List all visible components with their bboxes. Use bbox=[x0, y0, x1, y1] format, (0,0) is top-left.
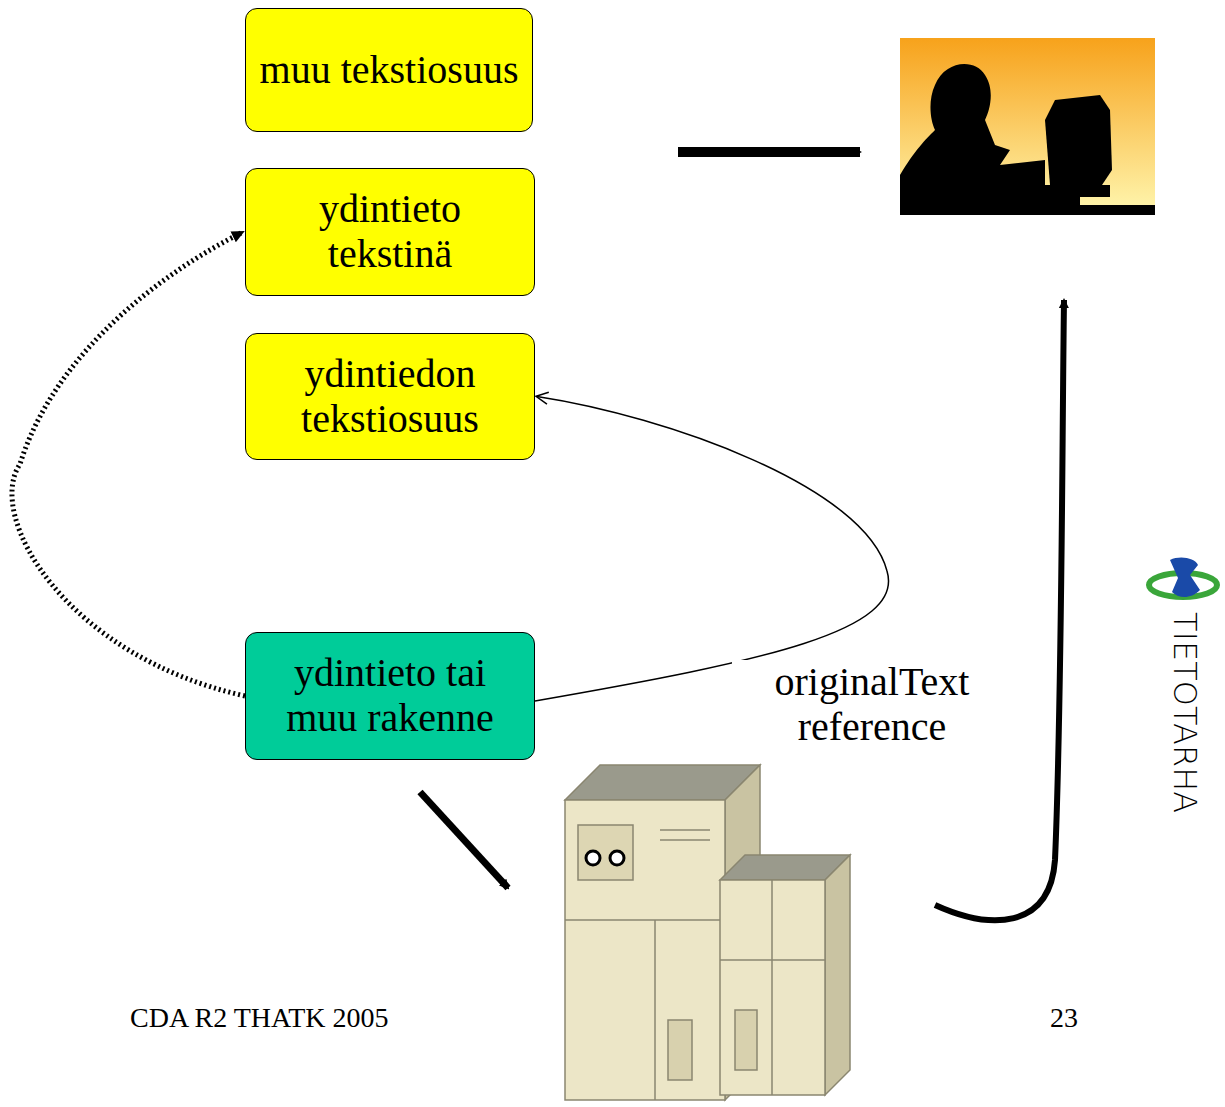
text-box: ydintieto tai muu rakenne bbox=[245, 632, 535, 760]
edge-label: originalText reference bbox=[732, 660, 1012, 750]
footer-text: CDA R2 THATK 2005 bbox=[130, 1002, 389, 1034]
box-text: ydintieto tekstinä bbox=[256, 187, 524, 277]
flow-arrow bbox=[678, 147, 860, 157]
box-text: ydintieto tai muu rakenne bbox=[256, 651, 524, 741]
text-box: muu tekstiosuus bbox=[245, 8, 533, 132]
page-number: 23 bbox=[1050, 1002, 1078, 1034]
user-picture bbox=[900, 38, 1155, 215]
box-text: muu tekstiosuus bbox=[260, 48, 519, 93]
reference-connector bbox=[535, 397, 889, 702]
logo-text: TIETOTARHA bbox=[1166, 612, 1204, 813]
box-text: ydintiedon tekstiosuus bbox=[256, 352, 524, 442]
logo-icon bbox=[1149, 558, 1217, 597]
dotted-connector bbox=[12, 232, 245, 696]
text-box: ydintieto tekstinä bbox=[245, 168, 535, 296]
flow-arrow bbox=[935, 300, 1064, 920]
server-picture bbox=[565, 765, 850, 1100]
text-box: ydintiedon tekstiosuus bbox=[245, 333, 535, 460]
flow-arrow bbox=[420, 792, 508, 888]
